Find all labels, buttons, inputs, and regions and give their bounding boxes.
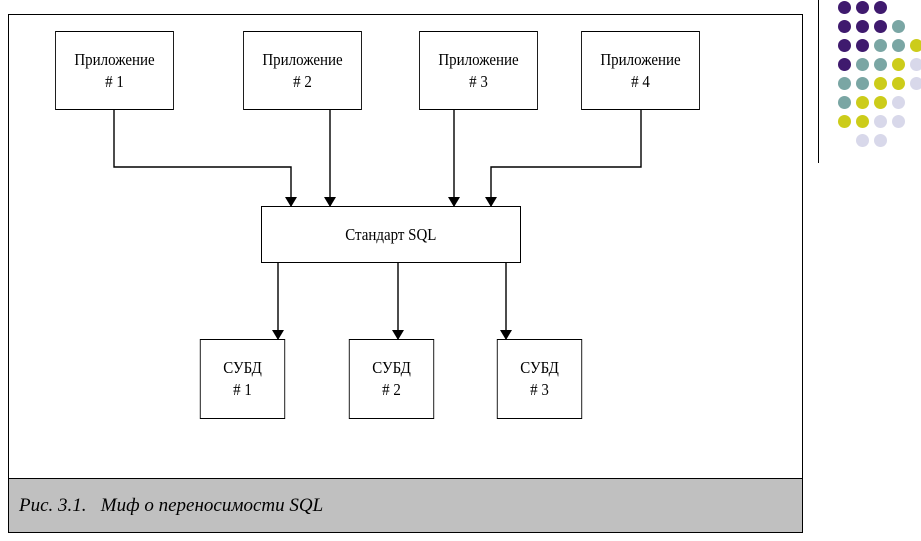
decorative-dot	[892, 58, 905, 71]
decorative-dot	[838, 58, 851, 71]
dbms-box-1-number: # 1	[233, 380, 252, 399]
app-box-1-title: Приложение	[74, 49, 155, 69]
app-box-3-title: Приложение	[438, 49, 519, 69]
decorative-dot	[856, 115, 869, 128]
decorative-dot	[874, 134, 887, 147]
app-box-2-number: # 2	[293, 71, 312, 91]
decorative-dot	[892, 39, 905, 52]
app-box-1-number: # 1	[105, 71, 124, 91]
decorative-dot	[838, 77, 851, 90]
decorative-dot	[838, 1, 851, 14]
decorative-dot	[874, 96, 887, 109]
decorative-dot	[892, 96, 905, 109]
arrow-app4-to-standard	[485, 110, 642, 207]
decorative-dot	[874, 39, 887, 52]
decorative-dot	[910, 39, 921, 52]
arrow-app1-to-standard	[113, 110, 297, 207]
decorative-dot	[892, 115, 905, 128]
dbms-box-1-title: СУБД	[223, 358, 262, 377]
decorative-dot	[874, 115, 887, 128]
decorative-dot	[910, 58, 921, 71]
dbms-box-2-title: СУБД	[372, 358, 411, 377]
app-box-4-title: Приложение	[600, 49, 681, 69]
decorative-dot	[838, 20, 851, 33]
decorative-dot	[892, 77, 905, 90]
decorative-dot	[838, 39, 851, 52]
decorative-dot	[874, 20, 887, 33]
dbms-box-2: СУБД # 2	[348, 339, 435, 419]
dbms-box-2-number: # 2	[382, 380, 401, 399]
decorative-dot	[856, 134, 869, 147]
dbms-box-3-title: СУБД	[520, 358, 559, 377]
figure-frame: Приложение # 1 Приложение # 2 Приложение…	[8, 14, 803, 533]
decorative-dot	[856, 96, 869, 109]
decorative-dot	[856, 1, 869, 14]
decorative-dot	[874, 1, 887, 14]
decorative-dot	[856, 39, 869, 52]
app-box-3: Приложение # 3	[419, 31, 538, 110]
decorative-dot-pattern	[818, 0, 921, 165]
decorative-dot	[838, 96, 851, 109]
decorative-dot	[856, 77, 869, 90]
decorative-dot	[856, 58, 869, 71]
decorative-dot	[856, 20, 869, 33]
decorative-dot	[910, 77, 921, 90]
standard-sql-box: Стандарт SQL	[261, 206, 521, 263]
app-box-4: Приложение # 4	[581, 31, 700, 110]
connector-layer	[113, 110, 642, 340]
decorative-divider-line	[818, 0, 819, 163]
figure-caption: Рис. 3.1. Миф о переносимости SQL	[9, 478, 802, 532]
decorative-dot	[892, 20, 905, 33]
dbms-box-3-number: # 3	[530, 380, 549, 399]
app-box-1: Приложение # 1	[55, 31, 174, 110]
decorative-dot	[874, 58, 887, 71]
app-box-2: Приложение # 2	[243, 31, 362, 110]
dbms-box-1: СУБД # 1	[199, 339, 286, 419]
app-box-2-title: Приложение	[262, 49, 343, 69]
app-box-4-number: # 4	[631, 71, 650, 91]
app-box-3-number: # 3	[469, 71, 488, 91]
decorative-dot	[838, 115, 851, 128]
dbms-box-3: СУБД # 3	[496, 339, 583, 419]
standard-sql-label: Стандарт SQL	[345, 224, 437, 244]
decorative-dot	[874, 77, 887, 90]
